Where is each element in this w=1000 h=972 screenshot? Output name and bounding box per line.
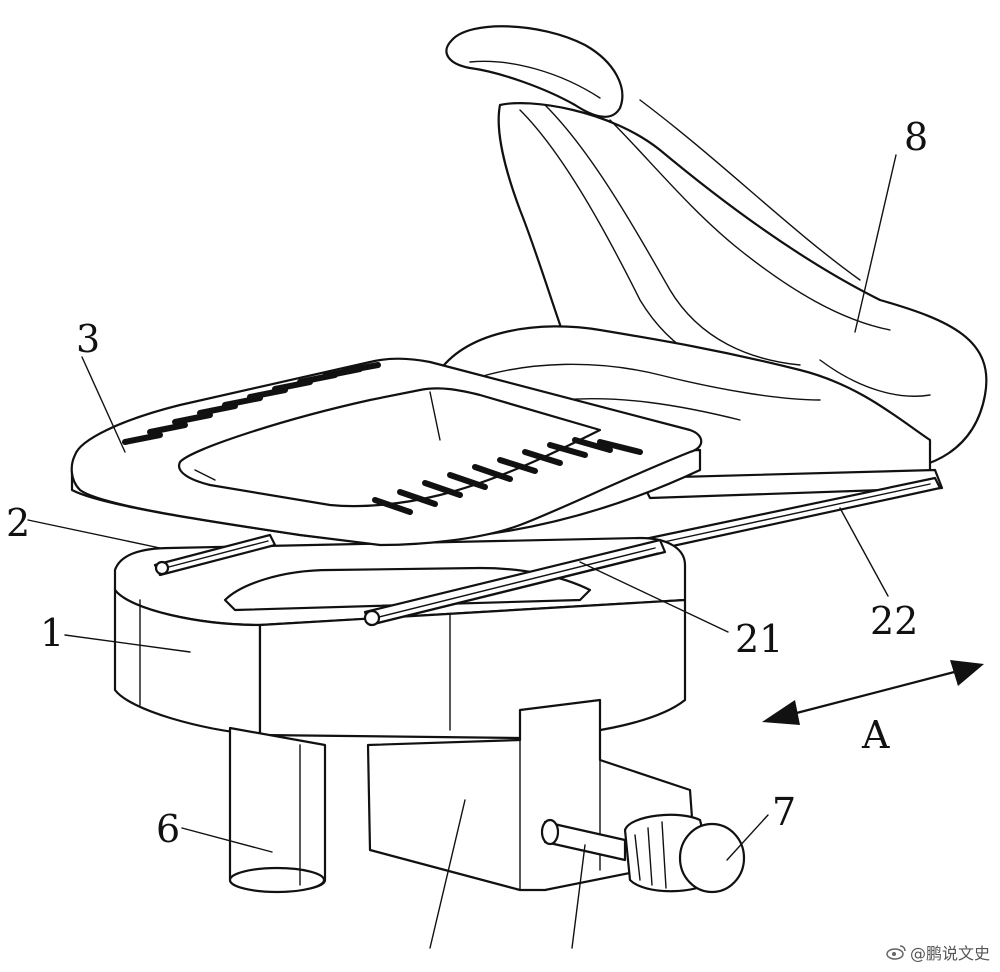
rail-21 (363, 538, 667, 627)
callout-21: 21 (735, 617, 783, 661)
knob-7 (540, 813, 746, 894)
watermark: @鹏说文史 (886, 940, 990, 964)
callout-2: 2 (6, 501, 30, 545)
rail-2 (153, 533, 277, 577)
callout-1: 1 (40, 611, 64, 655)
callout-22: 22 (870, 599, 918, 643)
callout-8: 8 (904, 115, 928, 159)
callout-3: 3 (76, 317, 100, 361)
direction-arrow (762, 660, 984, 725)
direction-label: A (861, 713, 890, 757)
weibo-icon (886, 945, 906, 960)
watermark-text: @鹏说文史 (909, 944, 990, 963)
column-6 (228, 726, 327, 894)
leader-lines (27, 154, 897, 949)
tray (70, 357, 703, 547)
callout-7: 7 (772, 790, 796, 834)
callout-6: 6 (156, 807, 180, 851)
